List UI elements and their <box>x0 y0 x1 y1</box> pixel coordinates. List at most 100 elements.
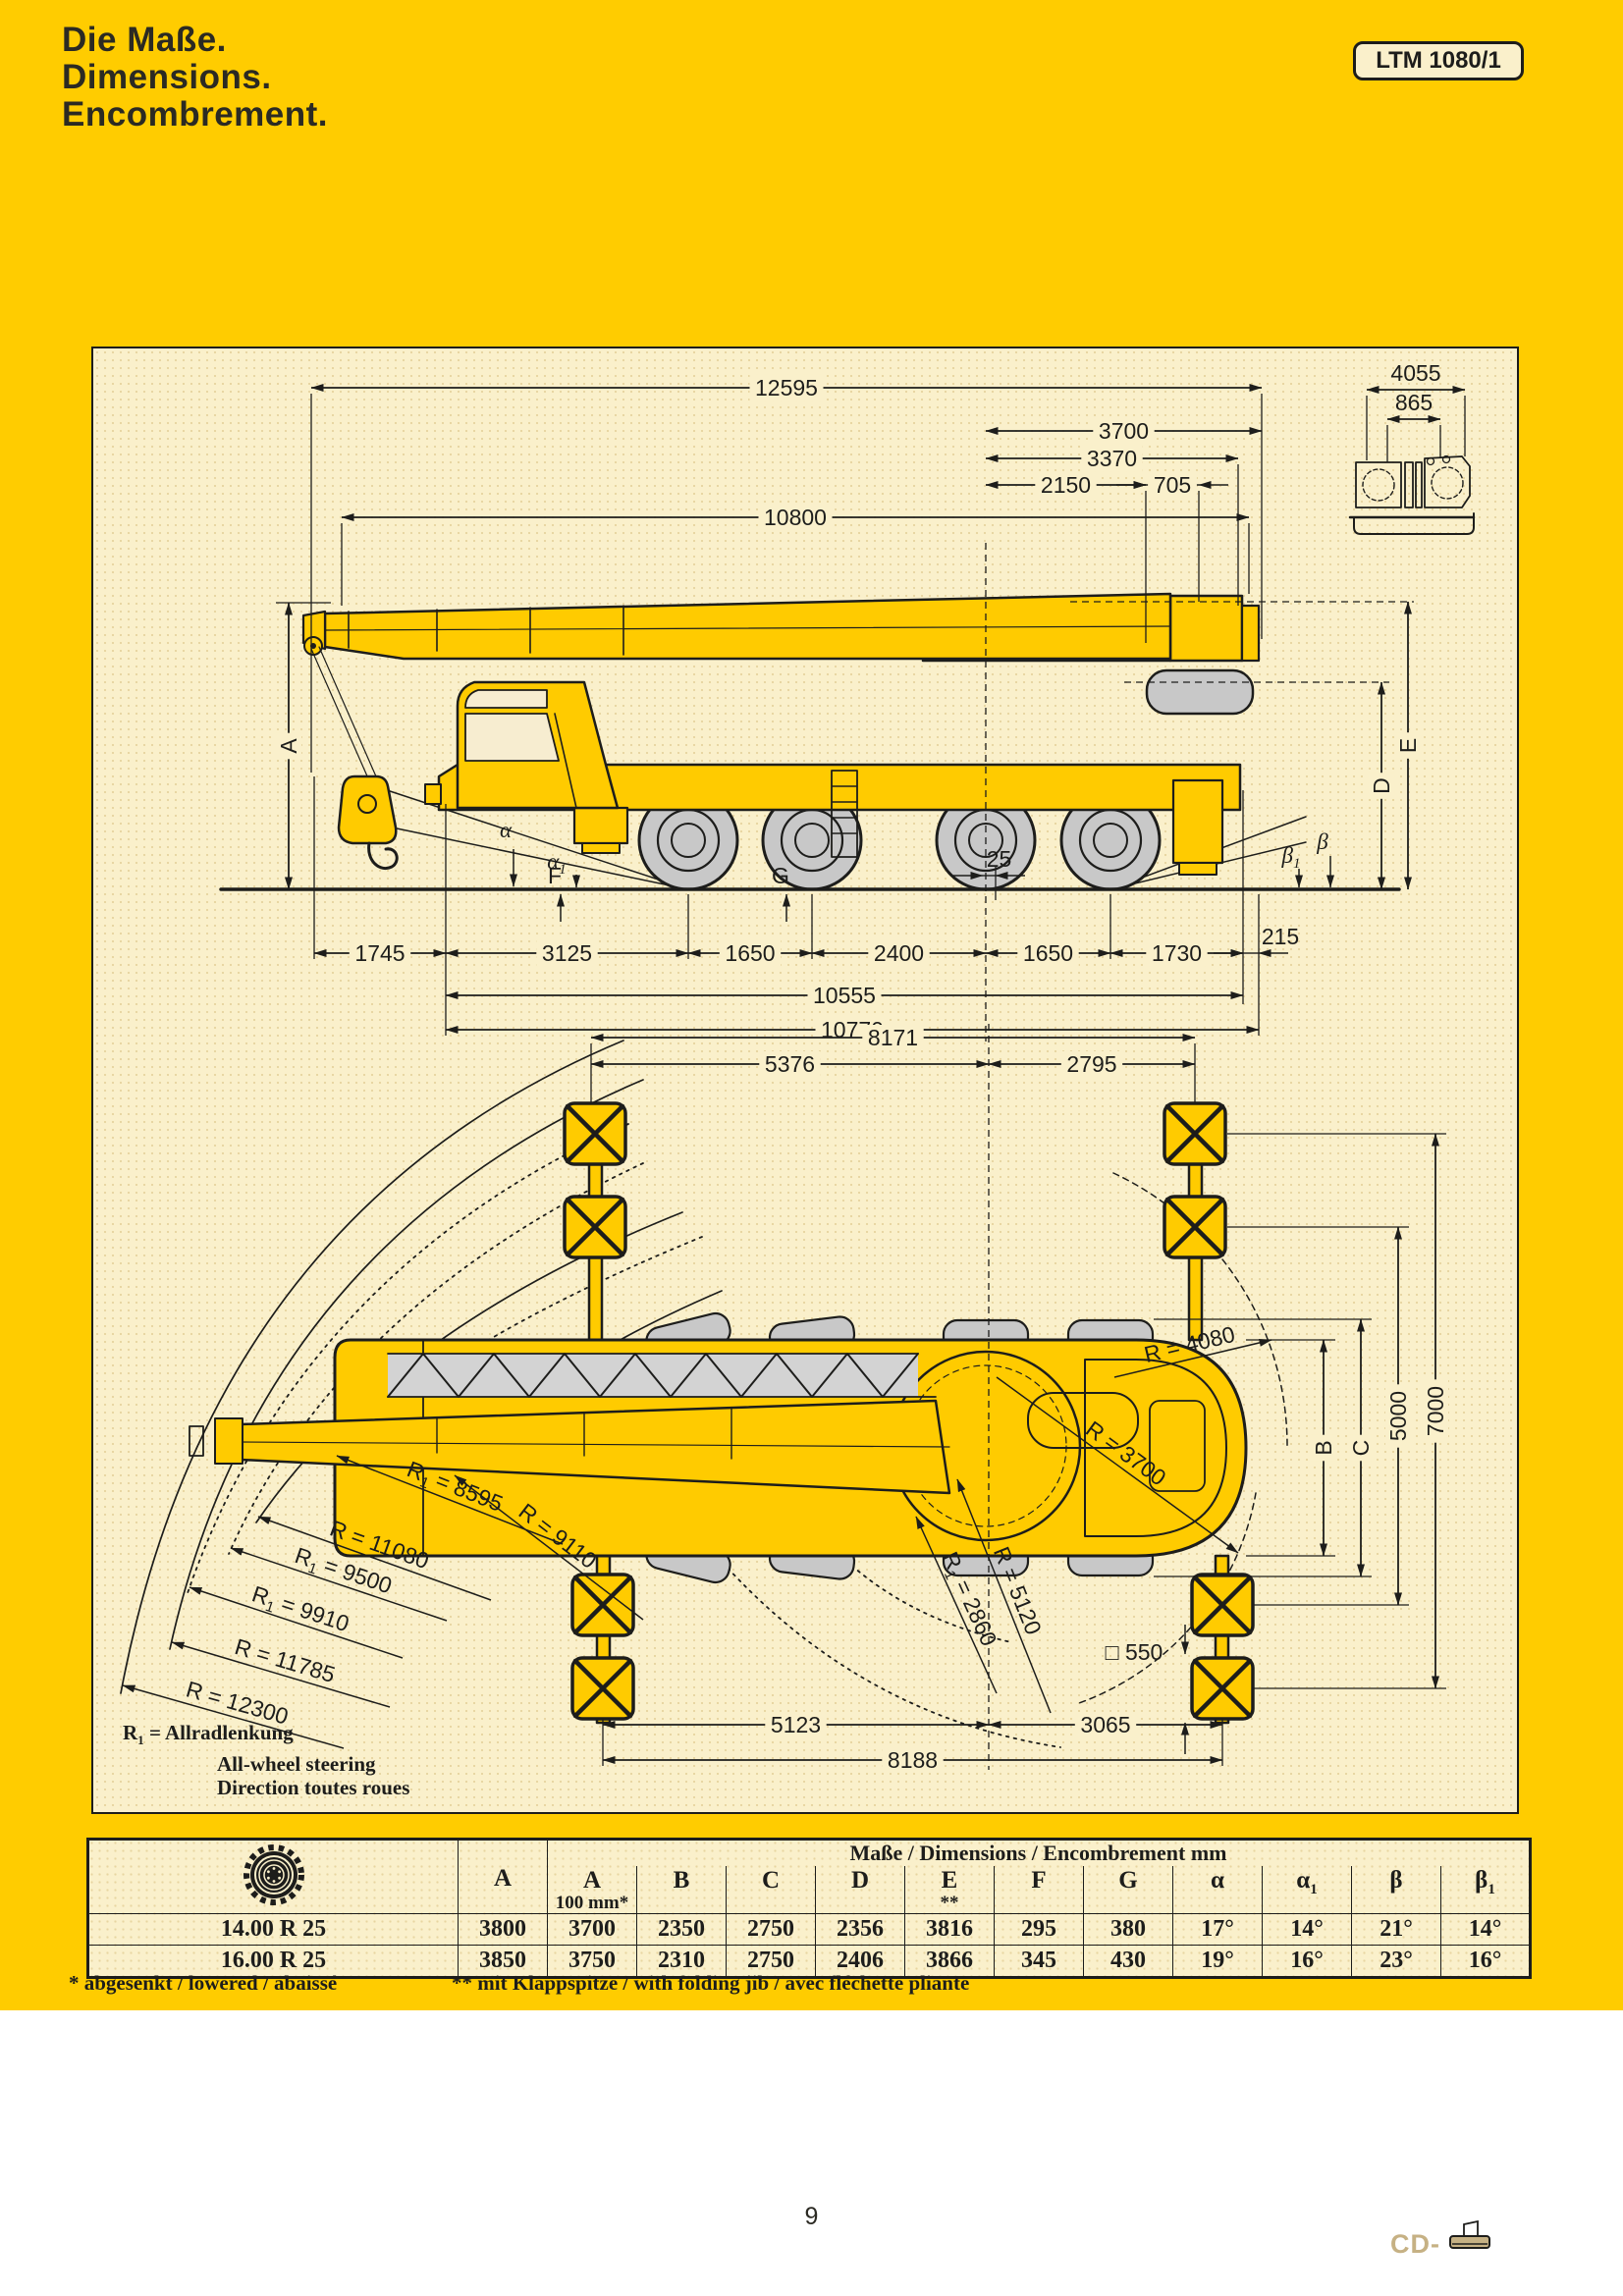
cell-value: 2350 <box>636 1913 727 1946</box>
cell-value: 430 <box>1083 1945 1173 1978</box>
cell-value: 3800 <box>458 1913 548 1946</box>
column-header-alpha: α <box>1172 1866 1263 1914</box>
dim-label: 2795 <box>1066 1051 1116 1077</box>
cell-value: 2310 <box>636 1945 727 1978</box>
legend-line-2: All-wheel steering <box>217 1752 376 1777</box>
cell-value: 3750 <box>547 1945 637 1978</box>
title-line-en: Dimensions. <box>62 58 272 96</box>
dim-label: 2150 <box>1041 472 1091 498</box>
page-number: 9 <box>804 2203 819 2230</box>
dim-line <box>956 1478 1052 1714</box>
dim-label: 1650 <box>725 940 775 966</box>
dim-line <box>1113 1338 1272 1378</box>
column-header-D: D <box>815 1866 905 1914</box>
dim-label-group: E <box>1395 732 1421 759</box>
dim-label-group: 705 <box>1148 472 1197 498</box>
dim-label: R = 11785 <box>232 1633 338 1687</box>
dim-label-group: A <box>276 732 301 760</box>
printer-icon <box>1449 2220 1490 2249</box>
legend-line-1: R1 = Allradlenkung <box>123 1721 294 1748</box>
cell-value: 2356 <box>815 1913 905 1946</box>
dim-label: R1 = 9910 <box>247 1580 352 1640</box>
dim-label: 3370 <box>1087 446 1137 471</box>
column-header-G: G <box>1083 1866 1173 1914</box>
cell-value: 380 <box>1083 1913 1173 1946</box>
dim-label-group: 1730 <box>1146 940 1208 966</box>
column-header-F: F <box>994 1866 1084 1914</box>
dim-label-group: 8188 <box>882 1747 944 1773</box>
dim-label: 215 <box>1262 924 1299 949</box>
cell-value: 3816 <box>904 1913 995 1946</box>
dim-label: 7000 <box>1423 1386 1448 1436</box>
cell-value: 2750 <box>726 1945 816 1978</box>
dim-label: G <box>772 863 789 888</box>
cell-value: 17° <box>1172 1913 1263 1946</box>
dim-label-group: 7000 <box>1423 1379 1448 1443</box>
cell-value: 14° <box>1262 1913 1352 1946</box>
dim-line <box>996 1376 1239 1554</box>
dim-line <box>454 1474 644 1621</box>
cell-value: 2406 <box>815 1945 905 1978</box>
crane-dimension-drawing: 1259537003370215070510800405586525174531… <box>120 360 1476 1773</box>
cell-value: 345 <box>994 1945 1084 1978</box>
dim-label-group: 5123 <box>765 1712 827 1737</box>
dim-label: □ 550 <box>1106 1639 1163 1665</box>
dim-label-group: 10800 <box>758 505 833 530</box>
dim-label: α1 <box>547 849 567 878</box>
dim-line <box>189 1586 404 1659</box>
dim-label-group: 3370 <box>1081 446 1143 471</box>
dim-label: 865 <box>1395 390 1433 415</box>
dim-label-group: B <box>1311 1434 1336 1462</box>
cell-value: 3850 <box>458 1945 548 1978</box>
dim-label-group: 3065 <box>1074 1712 1137 1737</box>
dim-label-group: 2795 <box>1060 1051 1123 1077</box>
title-line-de: Die Maße. <box>62 21 227 59</box>
cd-logo-text: CD- <box>1390 2229 1440 2259</box>
rear-detail-art <box>1348 454 1476 535</box>
title-line-fr: Encombrement. <box>62 95 328 133</box>
dim-label: 3125 <box>542 940 592 966</box>
column-header-B: B <box>636 1866 727 1914</box>
page-title: Die Maße. Dimensions. Encombrement. <box>62 22 328 133</box>
dim-label: 1730 <box>1152 940 1202 966</box>
dim-line <box>230 1547 448 1622</box>
tire-size: 14.00 R 25 <box>87 1913 459 1946</box>
side-view-crane-art <box>219 454 1476 891</box>
dim-label: 4055 <box>1390 360 1440 386</box>
dim-label-group: D <box>1369 773 1394 799</box>
dim-label: 12595 <box>755 375 818 400</box>
column-header-C: C <box>726 1866 816 1914</box>
cell-value: 16° <box>1440 1945 1531 1978</box>
footnote-folding-jib: ** mit Klappspitze / with folding jib / … <box>452 1971 970 1995</box>
dim-label: β <box>1316 829 1328 854</box>
dim-label-group: 5376 <box>759 1051 821 1077</box>
table-row: 16.00 R 25 3850 3750 2310 2750 2406 3866… <box>87 1945 1531 1978</box>
model-badge: LTM 1080/1 <box>1353 41 1524 80</box>
column-header-beta1: β1 <box>1440 1866 1531 1914</box>
cell-value: 16° <box>1262 1945 1352 1978</box>
dim-label-group: 8171 <box>862 1025 924 1050</box>
column-header-alpha1: α1 <box>1262 1866 1352 1914</box>
steering-legend: R1 = Allradlenkung All-wheel steering Di… <box>123 1721 409 1799</box>
dim-label: B <box>1311 1440 1336 1455</box>
column-header-E: E** <box>904 1866 995 1914</box>
dim-label: 3700 <box>1099 418 1149 444</box>
dim-label-group: 2150 <box>1035 472 1097 498</box>
dim-label: F <box>548 863 562 888</box>
dim-label: A <box>276 738 301 754</box>
column-header-beta: β <box>1351 1866 1441 1914</box>
dim-line <box>257 1516 492 1601</box>
tire-icon-cell <box>87 1839 459 1914</box>
column-header-A: A <box>458 1839 548 1914</box>
tire-size: 16.00 R 25 <box>87 1945 459 1978</box>
cell-value: 295 <box>994 1913 1084 1946</box>
dim-label-group: 3125 <box>536 940 598 966</box>
dim-label: 8188 <box>888 1747 938 1773</box>
footnotes: * abgesenkt / lowered / abaissé ** mit K… <box>69 1971 1492 2001</box>
dim-label: 1650 <box>1023 940 1073 966</box>
legend-line-3: Direction toutes roues <box>217 1776 410 1800</box>
angle-label: β1 <box>1281 843 1301 872</box>
